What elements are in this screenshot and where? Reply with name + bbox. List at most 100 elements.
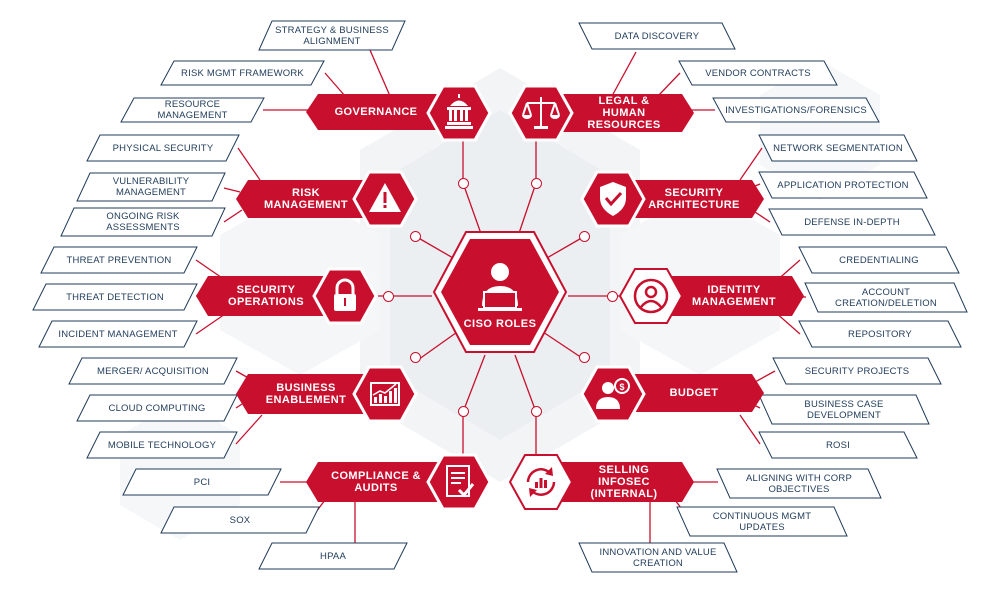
- item-box: DEFENSE IN-DEPTH: [768, 208, 936, 236]
- category-banner-compliance: COMPLIANCE & AUDITS: [306, 462, 446, 502]
- category-banner-selling: SELLING INFOSEC (INTERNAL): [554, 462, 694, 502]
- item-label: BUSINESS CASE DEVELOPMENT: [804, 398, 884, 421]
- category-title: COMPLIANCE & AUDITS: [331, 470, 421, 494]
- item-box: CONTINUOUS MGMT UPDATES: [676, 506, 848, 537]
- connector-dot: [607, 291, 618, 302]
- item-box: STRATEGY & BUSINESS ALIGNMENT: [258, 20, 406, 51]
- connector-dot: [579, 231, 590, 242]
- item-box: VENDOR CONTRACTS: [678, 60, 838, 86]
- item-label: SECURITY PROJECTS: [804, 365, 910, 377]
- checklist-icon: [426, 453, 492, 511]
- category-title: IDENTITY MANAGEMENT: [691, 284, 777, 308]
- item-box: PCI: [122, 468, 282, 496]
- category-title: GOVERNANCE: [334, 106, 418, 118]
- category-banner-risk: RISK MANAGEMENT: [236, 180, 376, 218]
- item-box: SECURITY PROJECTS: [772, 357, 942, 385]
- category-title: SECURITY ARCHITECTURE: [648, 187, 740, 211]
- item-label: MOBILE TECHNOLOGY: [107, 439, 217, 451]
- item-label: APPLICATION PROTECTION: [777, 179, 909, 191]
- item-label: VULNERABILITY MANAGEMENT: [112, 176, 190, 198]
- svg-text:$: $: [619, 382, 624, 392]
- item-box: VULNERABILITY MANAGEMENT: [76, 172, 226, 202]
- connector-dot: [410, 352, 421, 363]
- item-box: APPLICATION PROTECTION: [758, 171, 928, 199]
- item-box: CREDENTIALING: [798, 246, 960, 274]
- scales-icon: [508, 84, 574, 142]
- connector-dot: [383, 291, 394, 302]
- item-label: DEFENSE IN-DEPTH: [804, 216, 900, 228]
- category-title: RISK MANAGEMENT: [263, 187, 349, 211]
- item-box: NETWORK SEGMENTATION: [758, 134, 918, 162]
- item-label: INCIDENT MANAGEMENT: [58, 328, 178, 340]
- item-box: CLOUD COMPUTING: [76, 394, 238, 422]
- item-label: STRATEGY & BUSINESS ALIGNMENT: [275, 24, 389, 47]
- center-label: CISO ROLES: [463, 318, 537, 330]
- item-box: ONGOING RISK ASSESSMENTS: [60, 207, 226, 237]
- item-label: MERGER/ ACQUISITION: [96, 365, 209, 377]
- warning-icon: [352, 170, 418, 228]
- item-label: RESOURCE MANAGEMENT: [157, 99, 228, 121]
- item-label: INVESTIGATIONS/FORENSICS: [725, 104, 867, 116]
- shield-check-icon: [580, 170, 646, 228]
- capitol-building-icon: [426, 84, 492, 142]
- item-box: SOX: [160, 506, 320, 534]
- connector-dot: [531, 406, 542, 417]
- category-banner-business: BUSINESS ENABLEMENT: [236, 374, 376, 414]
- item-label: RISK MGMT FRAMEWORK: [181, 67, 304, 79]
- item-label: REPOSITORY: [848, 328, 912, 340]
- item-label: PCI: [193, 476, 211, 488]
- item-label: ALIGNING WITH CORP OBJECTIVES: [746, 472, 852, 495]
- item-label: PHYSICAL SECURITY: [112, 142, 214, 154]
- item-label: THREAT DETECTION: [66, 291, 164, 303]
- item-box: ALIGNING WITH CORP OBJECTIVES: [716, 468, 882, 499]
- user-circle-icon: [618, 268, 684, 324]
- item-label: CREDENTIALING: [839, 254, 919, 266]
- item-box: DATA DISCOVERY: [578, 22, 736, 50]
- item-box: MERGER/ ACQUISITION: [68, 357, 238, 385]
- category-banner-legal: LEGAL & HUMAN RESOURCES: [554, 94, 694, 132]
- item-box: THREAT DETECTION: [32, 283, 198, 311]
- item-label: ONGOING RISK ASSESSMENTS: [106, 211, 180, 233]
- category-title: BUSINESS ENABLEMENT: [265, 382, 347, 406]
- item-label: ACCOUNT CREATION/DELETION: [835, 286, 937, 309]
- category-banner-budget: BUDGET: [624, 374, 764, 412]
- category-title: BUDGET: [669, 387, 719, 399]
- item-box: ROSI: [758, 431, 918, 459]
- item-label: CONTINUOUS MGMT UPDATES: [712, 510, 812, 533]
- item-box: MOBILE TECHNOLOGY: [86, 431, 238, 459]
- item-box: RISK MGMT FRAMEWORK: [160, 60, 325, 86]
- item-label: NETWORK SEGMENTATION: [773, 142, 903, 154]
- item-label: ROSI: [825, 439, 851, 451]
- item-label: INNOVATION AND VALUE CREATION: [599, 546, 717, 569]
- category-banner-secops: SECURITY OPERATIONS: [196, 276, 336, 316]
- item-label: HPAA: [320, 550, 346, 562]
- item-box: BUSINESS CASE DEVELOPMENT: [758, 394, 930, 425]
- item-box: RESOURCE MANAGEMENT: [120, 97, 265, 123]
- item-box: HPAA: [258, 542, 408, 570]
- growth-chart-icon: [352, 365, 418, 423]
- item-box: INNOVATION AND VALUE CREATION: [578, 542, 738, 573]
- person-laptop-icon: [432, 231, 568, 353]
- item-box: PHYSICAL SECURITY: [86, 134, 240, 162]
- category-banner-governance: GOVERNANCE: [306, 94, 446, 130]
- connector-dot: [410, 231, 421, 242]
- padlock-icon: [312, 267, 378, 325]
- refresh-chart-icon: [508, 454, 574, 510]
- connector-dot: [458, 406, 469, 417]
- connector-dot: [579, 352, 590, 363]
- category-banner-secarch: SECURITY ARCHITECTURE: [624, 180, 764, 218]
- item-box: REPOSITORY: [798, 320, 962, 348]
- connector-dot: [531, 178, 542, 189]
- ciso-roles-center: CISO ROLES: [432, 230, 568, 354]
- category-title: SECURITY OPERATIONS: [228, 284, 304, 308]
- item-label: CLOUD COMPUTING: [108, 402, 206, 414]
- item-label: VENDOR CONTRACTS: [705, 67, 811, 79]
- category-title: LEGAL & HUMAN RESOURCES: [587, 95, 661, 131]
- category-title: SELLING INFOSEC (INTERNAL): [590, 464, 658, 500]
- item-box: ACCOUNT CREATION/DELETION: [804, 282, 968, 313]
- item-box: INCIDENT MANAGEMENT: [38, 320, 198, 348]
- person-coin-icon: $: [580, 365, 646, 423]
- category-banner-identity: IDENTITY MANAGEMENT: [664, 276, 804, 316]
- item-label: THREAT PREVENTION: [66, 254, 172, 266]
